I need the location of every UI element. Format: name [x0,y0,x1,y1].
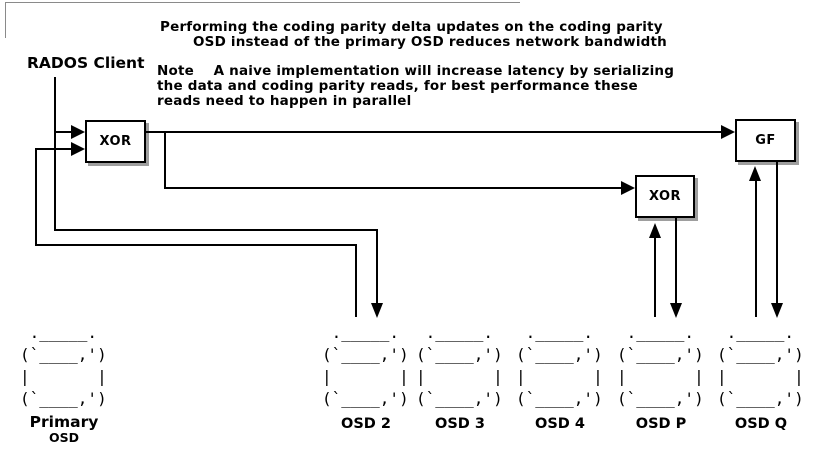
arrowhead-into-osd2 [371,303,383,318]
osd-label-osd-4: OSD 4 [535,416,585,432]
osd-disk-art: ._____. (`____,') | | (`____,') [516,323,603,408]
line-read-to-xor1 [35,148,71,150]
osd-disk-art: ._____. (`____,') | | (`____,') [617,323,704,408]
gf-box: GF [735,119,796,162]
note-text-line-2: OSD instead of the primary OSD reduces n… [193,34,667,50]
line-gf-down-to-osdq [776,162,778,305]
osd-disk-osd-q: ._____. (`____,') | | (`____,') [717,322,805,410]
arrowhead-into-gf [721,125,735,139]
arrowhead-into-xor1-top [71,125,85,139]
note-text-line-4: the data and coding parity reads, for be… [157,78,638,94]
line-delta-branch-down [164,131,166,189]
xor-box-2: XOR [635,175,695,218]
osd-disk-art: ._____. (`____,') | | (`____,') [322,323,409,408]
chrome-top-line [5,2,520,3]
line-read-vertical-left [35,148,37,246]
line-client-down [54,77,56,231]
line-read-horizontal [35,244,357,246]
osd-disk-osd-3: ._____. (`____,') | | (`____,') [416,322,504,410]
line-xor1-to-gf [146,131,721,133]
line-read-from-osd2 [355,244,357,317]
osd-label-osd-3: OSD 3 [435,416,485,432]
xor-box-2-label: XOR [648,189,682,204]
osd-label-osd-2: OSD 2 [341,416,391,432]
osd-disk-art: ._____. (`____,') | | (`____,') [416,323,503,408]
line-write-horizontal [54,229,378,231]
arrowhead-into-gf-bottom [749,166,761,181]
rados-client-label: RADOS Client [27,54,145,72]
arrowhead-into-osdp [670,303,682,318]
arrowhead-into-xor2-bottom [649,223,661,238]
xor-box-1-label: XOR [99,134,132,149]
osd-disk-art: ._____. (`____,') | | (`____,') [717,323,804,408]
osd-disk-art: ._____. (`____,') | | (`____,') [20,323,107,408]
line-delta-to-xor2 [164,187,621,189]
gf-box-label: GF [755,133,776,148]
line-osdq-up-to-gf [755,181,757,317]
osd-label2-primary: OSD [48,430,79,445]
osd-disk-osd-2: ._____. (`____,') | | (`____,') [322,322,410,410]
arrowhead-into-osdq [771,303,783,318]
arrowhead-into-xor2 [621,181,635,195]
osd-label-osd-p: OSD P [635,416,687,432]
arrowhead-into-xor1-bottom [71,142,85,156]
note-text-line-5: reads need to happen in parallel [157,93,412,109]
osd-label-primary: Primary [29,413,99,431]
xor-box-1: XOR [85,120,146,163]
osd-disk-osd-4: ._____. (`____,') | | (`____,') [516,322,604,410]
osd-disk-primary: ._____. (`____,') | | (`____,') [20,322,108,410]
line-xor2-down-to-osdp [675,218,677,305]
line-osdp-up-to-xor2 [654,236,656,317]
line-write-to-osd2 [376,229,378,305]
line-client-to-xor1 [54,131,71,133]
note-text-line-1: Performing the coding parity delta updat… [160,19,663,35]
osd-disk-osd-p: ._____. (`____,') | | (`____,') [617,322,705,410]
chrome-left-line [5,2,6,38]
osd-label-osd-q: OSD Q [734,416,788,432]
note-text-line-3: Note A naive implementation will increas… [157,63,675,79]
